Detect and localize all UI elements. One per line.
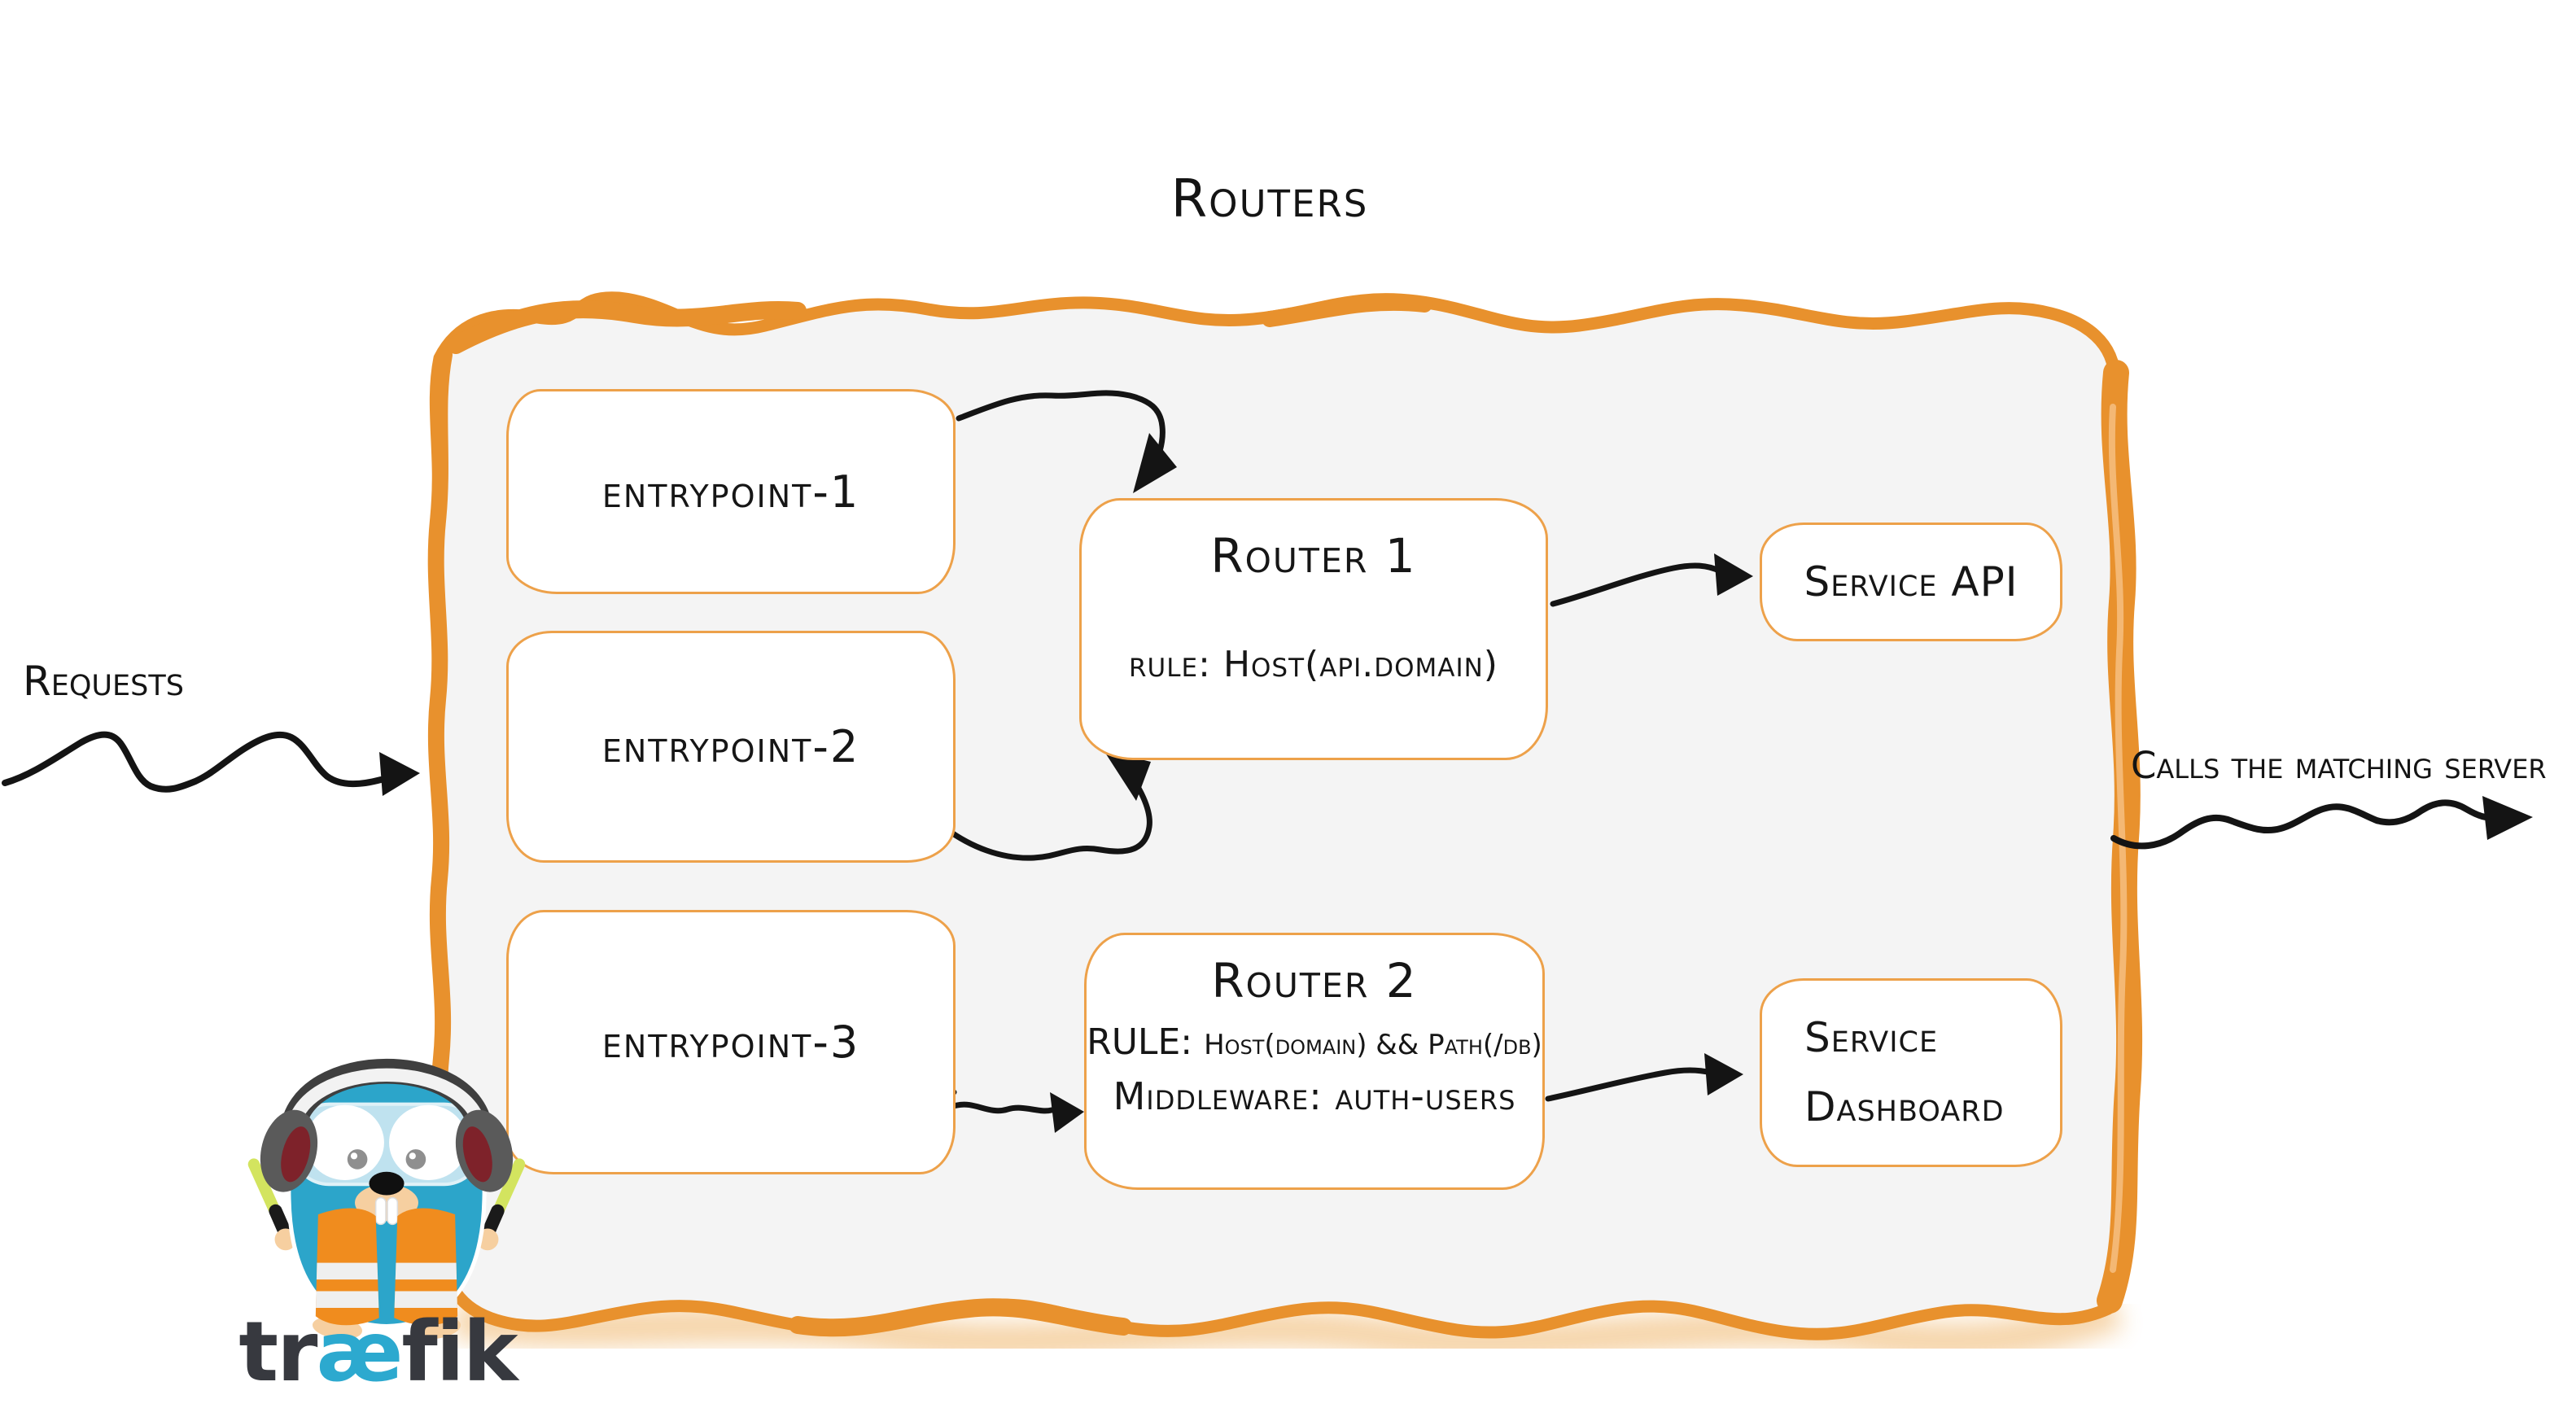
entrypoint-1-box: entrypoint-1 (506, 389, 956, 594)
traefik-gopher-icon (247, 1058, 526, 1340)
entrypoint-2-label: entrypoint-2 (601, 721, 860, 772)
router-1-title: Router 1 (1210, 528, 1417, 584)
entrypoint-1-label: entrypoint-1 (601, 466, 860, 518)
router-1-rule: rule: Host(api.domain) (1129, 644, 1498, 685)
service-dashboard-label-line1: Service (1804, 1014, 1939, 1061)
service-dashboard-label-line2: Dashboard (1804, 1083, 2005, 1130)
arrow-router1-serviceapi (1550, 553, 1753, 607)
headphones-icon (260, 1058, 514, 1192)
router-2-middleware: Middleware: auth-users (1113, 1074, 1516, 1118)
arrow-entrypoint1-router1 (956, 390, 1177, 493)
requests-label: Requests (23, 658, 184, 705)
service-api-box: Service API (1760, 523, 2062, 641)
router-1-rule-value: Host(api.domain) (1222, 644, 1498, 685)
entrypoint-3-label: entrypoint-3 (601, 1017, 860, 1068)
diagram-title: Routers (1170, 169, 1369, 230)
wordmark-part2: æ (316, 1304, 403, 1401)
calls-arrow (2110, 796, 2533, 850)
router-1-box: Router 1 rule: Host(api.domain) (1079, 498, 1548, 760)
arrow-router2-servicedashboard (1545, 1053, 1743, 1102)
router-2-rule-label: RULE: (1087, 1021, 1193, 1063)
safety-vest-icon (315, 1208, 458, 1326)
container-bottom-daub (789, 1298, 1132, 1337)
container-right-highlight (2108, 404, 2128, 1273)
requests-arrow (2, 731, 420, 796)
container-top-daub-2 (1262, 294, 1432, 327)
calls-label: Calls the matching server (2131, 744, 2547, 787)
container-glow (452, 1292, 2123, 1362)
router-2-box: Router 2 RULE: Host(domain) && Path(/db)… (1084, 933, 1545, 1190)
router-1-rule-label: rule: (1129, 644, 1211, 685)
router-2-rule-value: Host(domain) && Path(/db) (1204, 1029, 1542, 1061)
traefik-wordmark: træfik (226, 1304, 529, 1401)
left-baton-icon (247, 1158, 297, 1251)
wordmark-part1: tr (238, 1304, 317, 1401)
arrow-entrypoint2-router1 (942, 750, 1152, 861)
wordmark-part3: fik (401, 1304, 518, 1401)
router-2-rule: RULE: Host(domain) && Path(/db) (1087, 1021, 1542, 1063)
service-api-label: Service API (1804, 558, 2018, 606)
container-top-daub (447, 300, 807, 354)
service-dashboard-box: Service Dashboard (1760, 978, 2062, 1167)
router-2-title: Router 2 (1211, 953, 1418, 1008)
entrypoint-2-box: entrypoint-2 (506, 631, 956, 863)
container-right-edge (2097, 360, 2143, 1314)
entrypoint-3-box: entrypoint-3 (506, 910, 956, 1174)
